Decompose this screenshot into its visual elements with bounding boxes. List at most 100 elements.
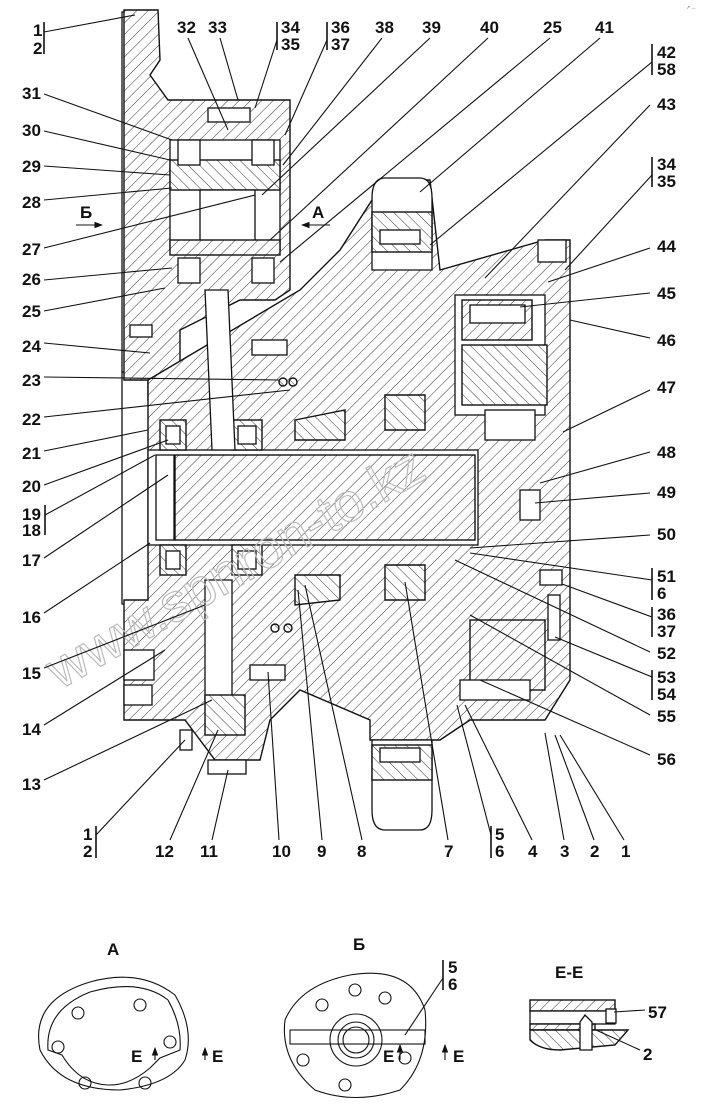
leader-line [419, 37, 601, 193]
callout-10: 10 [272, 842, 291, 861]
bolt-4 [459, 679, 531, 701]
callout-39: 39 [422, 18, 441, 37]
gear-disc-upper [204, 289, 236, 451]
pin-24 [129, 324, 153, 338]
leader-line [561, 583, 653, 618]
bearing-20b-roller [165, 550, 181, 570]
bolt-hole-icon [51, 1040, 65, 1054]
leader-line [43, 389, 291, 418]
leader-line [454, 559, 651, 653]
leader-line [539, 451, 651, 484]
leader-line [43, 165, 171, 176]
callout-56: 56 [657, 750, 676, 769]
leader-line [43, 342, 151, 354]
callout-55: 55 [657, 707, 676, 726]
section-e-e-screw-57 [605, 1008, 617, 1024]
bolt-hole-icon [138, 1076, 152, 1090]
callouts-bottom: 1 2 12 11 10 9 8 7 5 6 4 3 2 1 [83, 581, 630, 861]
callout-22: 22 [22, 410, 41, 429]
view-b-title: Б [353, 935, 365, 954]
callout-25: 25 [22, 302, 41, 321]
callout-32: 32 [177, 18, 196, 37]
callout-53: 53 [657, 668, 676, 687]
callout-11: 11 [200, 842, 218, 861]
leader-line [547, 247, 651, 283]
callout-20: 20 [22, 477, 41, 496]
callout-29: 29 [22, 157, 41, 176]
callout-8: 8 [357, 842, 366, 861]
leader-line [43, 604, 206, 669]
leader-line [429, 61, 653, 246]
seal-9a [270, 623, 280, 633]
leader-line [219, 37, 239, 101]
leader-line [484, 104, 651, 279]
gear-ring [169, 239, 281, 256]
view-b-outline [283, 972, 427, 1099]
leader-line [43, 474, 169, 559]
callout-26: 26 [22, 270, 41, 289]
bolt-hole-icon [348, 983, 362, 997]
bolt-hole-icon [296, 1053, 310, 1067]
leader-line [254, 39, 278, 109]
bearing-20b [159, 544, 187, 576]
leader-line [297, 589, 323, 841]
tapered-bearing-left [294, 409, 346, 441]
view-b-hub-mid [337, 1021, 375, 1059]
view-b-key [289, 1029, 426, 1045]
callouts-right: 43 34 35 44 45 46 47 48 49 50 51 6 36 37… [454, 95, 676, 769]
hub-ring-bottom [469, 619, 546, 691]
leader-line [267, 671, 280, 841]
leader-line [595, 1029, 641, 1051]
bolt-41 [379, 229, 421, 245]
callout-13: 13 [22, 775, 41, 794]
callout-42: 42 [657, 43, 676, 62]
bolt-51 [539, 569, 563, 586]
callout-37-right: 37 [657, 622, 676, 641]
section-e-e: Е-Е 57 2 [529, 963, 667, 1064]
bolt-top [207, 107, 251, 123]
view-a-flange [47, 986, 181, 1086]
callout-40: 40 [480, 18, 499, 37]
callout-46: 46 [657, 331, 676, 350]
bolt-hole-icon [315, 998, 329, 1012]
view-a-title: А [107, 940, 119, 959]
callout-18: 18 [22, 521, 41, 540]
callout-34-right: 34 [657, 155, 676, 174]
callout-45: 45 [657, 284, 676, 303]
leader-line [43, 187, 173, 201]
leader-line [43, 649, 166, 726]
callout-25-top: 25 [543, 18, 562, 37]
section-e-e-base [529, 1029, 630, 1051]
tapered-bearing-right [384, 394, 426, 431]
cover-plate-lower [121, 371, 153, 605]
bearing-mid-top-roller [237, 425, 257, 445]
leader-line [562, 389, 651, 433]
callout-2: 2 [33, 39, 42, 58]
callouts-left: 1 2 31 30 29 28 27 26 25 24 23 22 21 20 … [22, 14, 291, 794]
leader-line [469, 534, 651, 549]
leader-line [464, 704, 533, 841]
leader-line [469, 552, 653, 581]
leader-line [544, 732, 565, 841]
callout-24: 24 [22, 337, 41, 356]
bolt-13 [179, 729, 193, 751]
callout-35-right: 35 [657, 172, 676, 191]
leader-line [613, 1009, 646, 1013]
bearing-20-roller [165, 425, 181, 445]
output-shaft [174, 454, 476, 541]
leader-line [534, 492, 651, 504]
callout-50: 50 [657, 525, 676, 544]
leader-line [479, 679, 651, 756]
bolt-45 [469, 304, 526, 324]
callout-7: 7 [444, 842, 453, 861]
bolt-upper-mid [251, 339, 288, 356]
callout-19: 19 [22, 505, 41, 524]
view-arrow-b: Б [76, 203, 104, 229]
seal-9b [283, 623, 293, 633]
section-mark-e: Е [212, 1047, 223, 1066]
callout-37: 37 [331, 35, 350, 54]
view-arrow-a-label: А [312, 203, 324, 222]
callout-33: 33 [208, 18, 227, 37]
seal-22a [278, 377, 288, 387]
view-b: Б 5 6 Е Е [283, 935, 464, 1099]
